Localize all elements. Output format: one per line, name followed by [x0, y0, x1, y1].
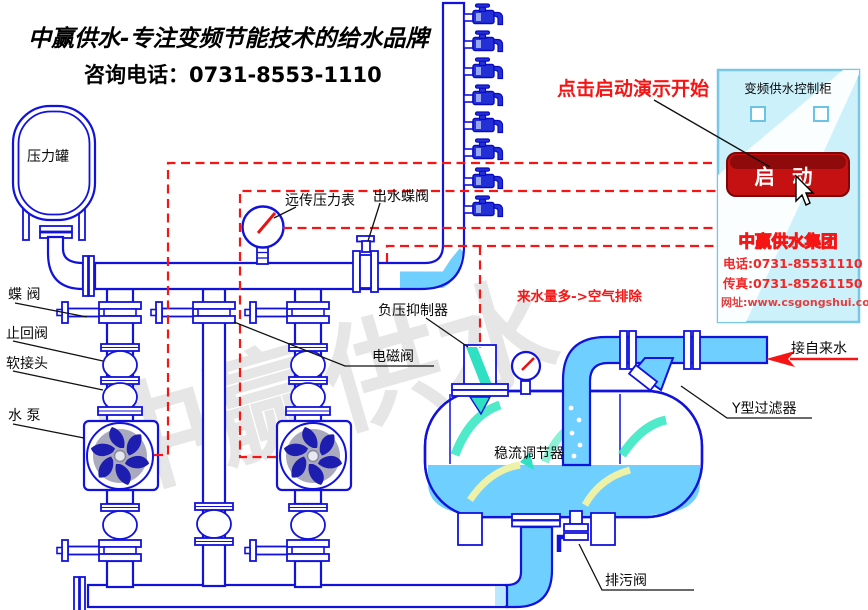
- panel-phone: 电话:0731-85531110: [723, 256, 863, 271]
- faucet: [463, 3, 504, 26]
- header-brand-line: 中赢供水-专注变频节能技术的给水品牌: [28, 25, 433, 52]
- flow-stabilizer-label: 稳流调节器: [494, 446, 564, 462]
- faucet: [463, 138, 504, 161]
- pump-2: [275, 419, 353, 492]
- tap-water-label: 接自来水: [791, 340, 847, 357]
- suction-manifold: [73, 576, 509, 610]
- panel-title: 变频供水控制柜: [744, 81, 832, 96]
- neg-pressure-label: 负压抑制器: [378, 303, 448, 319]
- inlet-pipe: [561, 330, 769, 467]
- control-panel: 变频供水控制柜 启 动 中赢供水集团 电话:0731-85531110 传真:0…: [716, 68, 868, 324]
- start-button-label: 启 动: [754, 165, 817, 189]
- faucet: [463, 195, 504, 218]
- riser-faucets: [463, 3, 504, 218]
- flange: [288, 503, 328, 512]
- flange: [194, 502, 234, 511]
- gauge-needle-icon: [256, 212, 277, 234]
- start-button[interactable]: 启 动: [726, 152, 850, 197]
- soft-joint-label: 软接头: [6, 355, 48, 372]
- indicator-lamp-1: [750, 106, 766, 122]
- y-filter-label: Y型过滤器: [731, 401, 797, 417]
- pressure-tank: [11, 104, 97, 291]
- flange: [97, 406, 143, 416]
- pump-1: [82, 419, 160, 492]
- annotation-leader: [653, 99, 771, 168]
- remote-gauge-label: 远传压力表: [285, 193, 355, 209]
- faucet: [463, 84, 504, 107]
- soft-joint-lower-2: [290, 510, 326, 540]
- flange: [288, 343, 328, 352]
- faucet: [463, 30, 504, 53]
- outlet-valve-label: 出水蝶阀: [373, 189, 429, 205]
- tank-outlet-elbow: [505, 513, 561, 609]
- tank-pressure-gauge: [510, 350, 542, 395]
- click-to-start-annotation: 点击启动演示开始: [557, 77, 709, 100]
- check-valve-2: [290, 350, 326, 380]
- pump-column-2: [244, 287, 331, 589]
- flange: [100, 503, 140, 512]
- negative-pressure-suppressor: [451, 344, 509, 416]
- drain-valve: [556, 510, 589, 552]
- butterfly-valve-bottom-2: [244, 539, 330, 562]
- control-wiring: [154, 161, 718, 459]
- pressure-tank-label: 压力罐: [27, 149, 69, 165]
- equipment-label-layer: 压力罐 蝶 阀 止回阀 软接头 水 泵 远传压力表 出水蝶阀 负压抑制器 电磁阀…: [6, 149, 812, 591]
- soft-joint-lower-1: [102, 510, 138, 540]
- indicator-lamp-2: [813, 106, 829, 122]
- flange: [194, 537, 234, 546]
- faucet: [463, 167, 504, 190]
- check-valve-1: [102, 350, 138, 380]
- gauge-needle-icon: [521, 357, 535, 371]
- butterfly-valve-label: 蝶 阀: [8, 287, 40, 303]
- soft-joint-bypass: [196, 509, 232, 539]
- outlet-butterfly-valve: [352, 235, 379, 293]
- panel-company: 中赢供水集团: [739, 231, 838, 251]
- header-phone-line: 咨询电话：0731-8553-1110: [84, 63, 382, 87]
- solenoid-valve-label: 电磁阀: [372, 349, 414, 365]
- faucet: [463, 57, 504, 80]
- panel-fax: 传真:0731-85261150: [722, 276, 863, 291]
- mouse-cursor-icon: [795, 174, 815, 206]
- remote-pressure-gauge: [241, 205, 285, 265]
- faucet: [463, 111, 504, 134]
- butterfly-valve-bottom-1: [56, 539, 142, 562]
- air-removal-annotation: 来水量多->空气排除: [516, 288, 642, 305]
- check-valve-label: 止回阀: [6, 326, 48, 342]
- panel-website[interactable]: 网址:www.csgongshui.com: [721, 295, 868, 309]
- solenoid-valve: [150, 301, 236, 324]
- butterfly-valve-top-2: [244, 301, 330, 324]
- butterfly-valve-top-1: [56, 301, 142, 324]
- flange: [100, 343, 140, 352]
- drain-valve-label: 排污阀: [605, 573, 647, 589]
- tap-water-arrow-icon: [766, 351, 858, 367]
- water-pump-label: 水 泵: [8, 408, 40, 424]
- flange: [285, 406, 331, 416]
